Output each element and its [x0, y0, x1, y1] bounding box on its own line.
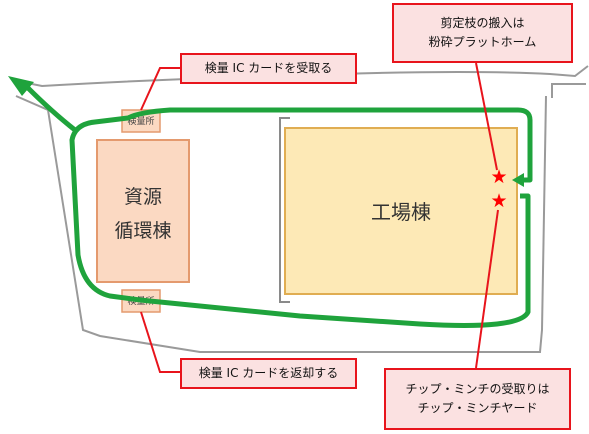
- route-entry-arrow-icon: [512, 173, 524, 187]
- recycling-building: [96, 139, 190, 283]
- chip-yard-star-icon: ★: [490, 190, 507, 212]
- leader-pruned-branches: [475, 62, 498, 171]
- route-exit: [24, 84, 77, 132]
- vehicle-route: [69, 107, 533, 328]
- chips-pickup-line1: チップ・ミンチの受取りは: [405, 382, 550, 396]
- factory-building: [284, 127, 518, 295]
- chips-pickup-callout: チップ・ミンチの受取りは チップ・ミンチヤード: [384, 368, 571, 430]
- leader-chips: [475, 209, 499, 369]
- ic-card-receive-callout: 検量 IC カードを受取る: [180, 53, 357, 84]
- pruned-branches-line2: 粉砕プラットホーム: [428, 35, 537, 49]
- pruned-branches-line1: 剪定枝の搬入は: [440, 16, 525, 30]
- pruned-branch-star-icon: ★: [490, 166, 507, 188]
- site-boundary-left: [15, 95, 547, 353]
- recycling-label-line1: 資源: [124, 186, 162, 208]
- pruned-branches-callout: 剪定枝の搬入は 粉砕プラットホーム: [392, 3, 573, 63]
- site-boundary-inner-corner: [551, 83, 586, 98]
- route-exit-arrow-icon: [8, 76, 34, 96]
- recycling-label-line2: 循環棟: [114, 220, 171, 242]
- ic-card-return-text: 検量 IC カードを返却する: [198, 366, 339, 380]
- ic-card-receive-text: 検量 IC カードを受取る: [204, 61, 333, 75]
- factory-yard-line: [279, 117, 290, 303]
- ic-card-return-callout: 検量 IC カードを返却する: [180, 358, 357, 389]
- leader-ic-return: [140, 311, 180, 373]
- chips-pickup-line2: チップ・ミンチヤード: [417, 401, 538, 415]
- factory-label: 工場棟: [371, 200, 431, 224]
- leader-ic-receive: [140, 67, 180, 111]
